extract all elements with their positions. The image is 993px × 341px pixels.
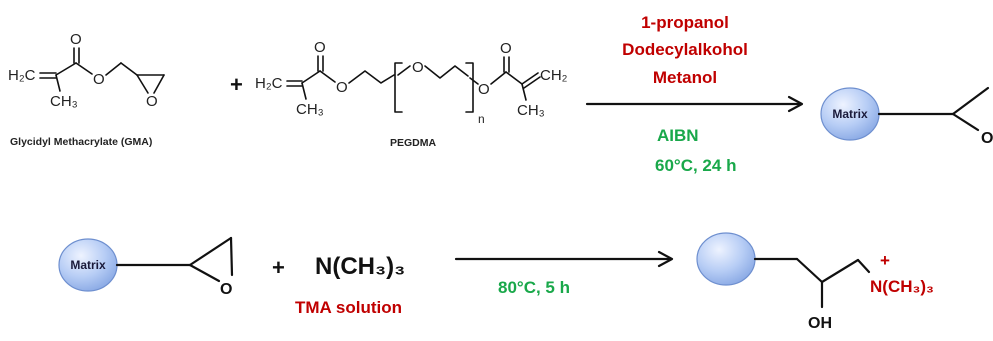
pegdma-repeat-n: n (478, 112, 485, 126)
pegdma-bracket-right (465, 62, 474, 113)
product2-charge: + (880, 251, 890, 270)
reactant-epoxide-upper (188, 236, 233, 267)
pegdma-left-ch3: CH₃ (296, 101, 324, 118)
pegdma-left-ester-o: O (336, 79, 348, 96)
gma-epoxide-co-b (153, 74, 165, 94)
matrix-bead-1-label: Matrix (832, 107, 868, 121)
pegdma-left-bond-o (319, 70, 336, 83)
initiator-aibn: AIBN (657, 126, 699, 145)
plus-sign-2: + (272, 255, 285, 280)
conditions-60c-24h: 60°C, 24 h (655, 156, 736, 175)
solvent-dodecylalkohol: Dodecylalkohol (622, 40, 748, 59)
pegdma-left-bond-ch3 (301, 82, 307, 100)
gma-bond-carbonyl-c (55, 62, 77, 76)
reactant-epoxide-o: O (220, 281, 232, 298)
pegdma-h2c-label: H₂C (255, 75, 283, 92)
pegdma-structure: H₂C CH₃ O O O n O O CH₂ CH₃ PEGDMA (255, 39, 568, 149)
pegdma-right-ch3: CH₃ (517, 102, 545, 119)
pegdma-right-bond-ch3 (521, 83, 527, 101)
pegdma-right-bond-c (490, 71, 507, 85)
gma-epoxide-o: O (146, 93, 158, 110)
pegdma-right-double-a (521, 72, 539, 85)
product1-epoxide-o: O (981, 130, 993, 147)
product-quaternary-ammonium: OH + N(CH₃)₃ (696, 232, 934, 332)
gma-caption: Glycidyl Methacrylate (GMA) (10, 136, 152, 148)
reaction-arrow-2 (454, 250, 674, 268)
reaction-arrow-1 (585, 95, 804, 113)
pegdma-right-ester-o: O (478, 81, 490, 98)
gma-bond-ester-o (75, 62, 93, 75)
product2-ammonium: N(CH₃)₃ (870, 277, 934, 296)
pegdma-repeat-chain (424, 65, 469, 79)
reactant-matrix-epoxide: Matrix O (58, 236, 234, 298)
product1-epoxide-upper (951, 86, 990, 116)
product2-oh: OH (808, 315, 832, 332)
gma-structure: H₂C CH₃ O O O Glycidyl Methacrylate (GMA… (8, 31, 165, 148)
gma-bond-epoxide (120, 62, 138, 76)
solvent-1-propanol: 1-propanol (641, 13, 729, 32)
tma-formula: N(CH₃)₃ (315, 253, 405, 280)
pegdma-caption: PEGDMA (390, 137, 437, 149)
gma-h2c-label: H₂C (8, 67, 36, 84)
product-matrix-epoxide: Matrix O (820, 86, 993, 147)
gma-carbonyl-o: O (70, 31, 82, 48)
product1-epoxide-lower (951, 112, 980, 132)
gma-epoxide-co-a (136, 74, 149, 94)
solvent-metanol: Metanol (653, 68, 717, 87)
pegdma-right-double-b (523, 76, 541, 89)
product2-bond-n (856, 258, 871, 274)
pegdma-repeat-o: O (412, 59, 424, 76)
gma-ester-o: O (93, 71, 105, 88)
gma-ch3-label: CH₃ (50, 93, 78, 110)
reactant-epoxide-lower (188, 263, 221, 283)
reactant-epoxide-right (229, 236, 234, 277)
pegdma-right-carbonyl-o: O (500, 40, 512, 57)
gma-bond-ch2 (105, 62, 122, 76)
product2-bond-ch2 (820, 258, 860, 284)
pegdma-left-carbonyl-o: O (314, 39, 326, 56)
pegdma-ethylene-left (348, 70, 395, 84)
pegdma-repeat-bond-in (397, 65, 411, 76)
tma-solution-label: TMA solution (295, 298, 402, 317)
product2-bond-choh (795, 257, 824, 284)
gma-bond-ch3 (55, 74, 61, 92)
pegdma-bracket-left (394, 62, 403, 113)
pegdma-left-bond-c (301, 70, 321, 84)
conditions-80c-5h: 80°C, 5 h (498, 278, 570, 297)
pegdma-right-bond-alkene (505, 71, 523, 85)
matrix-bead-3 (696, 232, 756, 286)
pegdma-right-bond-o-in (469, 77, 479, 85)
pegdma-ch2-label: CH₂ (540, 67, 568, 84)
matrix-bead-2-label: Matrix (70, 258, 106, 272)
plus-sign-1: + (230, 72, 243, 97)
